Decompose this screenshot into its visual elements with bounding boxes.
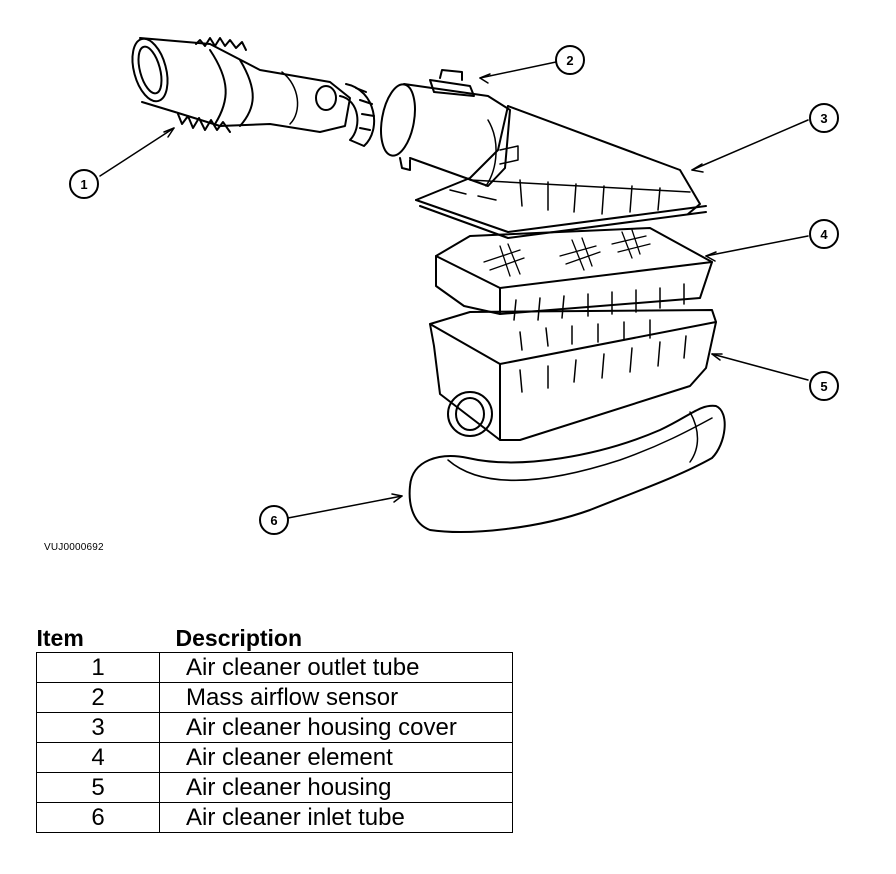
callout-5: 5 [809, 371, 839, 401]
callout-3: 3 [809, 103, 839, 133]
legend-item-description: Air cleaner housing cover [159, 712, 513, 743]
legend-item-number: 1 [36, 652, 160, 683]
table-row: 3 Air cleaner housing cover [36, 712, 513, 743]
table-row: 1 Air cleaner outlet tube [36, 652, 513, 683]
legend-item-number: 6 [36, 802, 160, 833]
figure-code: VUJ0000692 [44, 542, 104, 553]
callout-leaders [99, 61, 809, 519]
svg-text:2: 2 [566, 53, 573, 68]
housing-drawing [429, 309, 717, 441]
table-row: 4 Air cleaner element [36, 742, 513, 773]
legend-header-row: Item Description [37, 620, 513, 653]
legend-item-description: Mass airflow sensor [159, 682, 513, 713]
legend-item-description: Air cleaner outlet tube [159, 652, 513, 683]
housing-cover-drawing [415, 105, 707, 239]
svg-text:4: 4 [820, 227, 828, 242]
table-row: 6 Air cleaner inlet tube [36, 802, 513, 833]
outlet-tube-drawing [131, 37, 376, 147]
legend-item-description: Air cleaner housing [159, 772, 513, 803]
legend-item-number: 5 [36, 772, 160, 803]
inlet-tube-drawing [408, 404, 726, 533]
svg-text:1: 1 [80, 177, 87, 192]
callout-6: 6 [259, 505, 289, 535]
callout-2: 2 [555, 45, 585, 75]
callout-1: 1 [69, 169, 99, 199]
exploded-parts-diagram: 1 2 3 4 5 6 [69, 37, 839, 535]
legend-header-item: Item [36, 625, 84, 651]
filter-element-drawing [435, 227, 713, 321]
callout-4: 4 [809, 219, 839, 249]
legend-item-description: Air cleaner inlet tube [159, 802, 513, 833]
legend-item-number: 4 [36, 742, 160, 773]
svg-text:5: 5 [820, 379, 827, 394]
svg-text:3: 3 [820, 111, 827, 126]
legend-header-description: Description [175, 625, 303, 651]
legend-item-description: Air cleaner element [159, 742, 513, 773]
svg-text:6: 6 [270, 513, 277, 528]
legend-item-number: 2 [36, 682, 160, 713]
table-row: 2 Mass airflow sensor [36, 682, 513, 713]
table-row: 5 Air cleaner housing [36, 772, 513, 803]
parts-legend-table: Item Description 1 Air cleaner outlet tu… [36, 620, 513, 833]
legend-item-number: 3 [36, 712, 160, 743]
mass-airflow-sensor-drawing [380, 69, 511, 187]
